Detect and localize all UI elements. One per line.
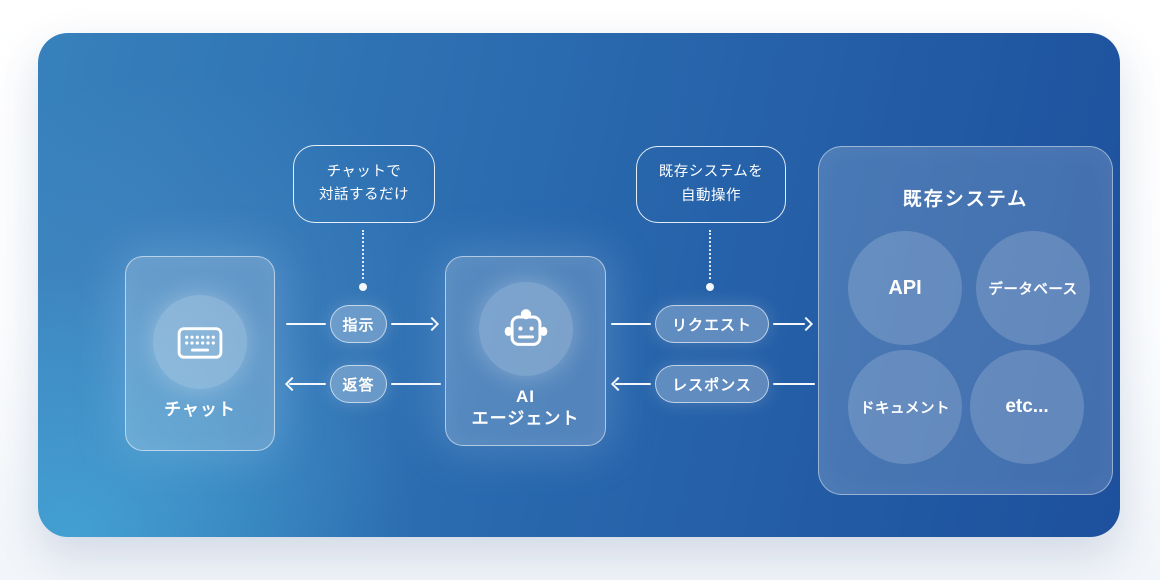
system-item-etc: etc... — [970, 350, 1084, 464]
chat-callout: チャットで 対話するだけ — [293, 145, 435, 223]
agent-icon-circle — [478, 282, 573, 376]
existing-system-panel: 既存システム API データベース ドキュメント etc... — [818, 146, 1113, 495]
response-pill: レスポンス — [655, 365, 769, 403]
system-item-api-label: API — [888, 276, 922, 299]
request-line-end — [773, 323, 805, 325]
system-callout-connector — [709, 230, 711, 279]
agent-label-line1: AI — [515, 387, 535, 406]
system-callout-connector-dot — [706, 283, 714, 291]
response-line-end — [773, 383, 815, 385]
arrow-right-icon — [798, 316, 814, 332]
chat-node-label: チャット — [164, 400, 236, 419]
system-item-etc-label: etc... — [1005, 396, 1049, 417]
system-item-document-label: ドキュメント — [860, 400, 950, 417]
chat-callout-connector — [362, 230, 364, 279]
chat-icon-circle — [153, 295, 247, 389]
arrow-right-icon — [424, 316, 440, 332]
instruction-pill: 指示 — [330, 305, 387, 343]
response-line-start — [615, 383, 651, 385]
agent-node-label: AI エージェント — [472, 386, 580, 430]
reply-line-start — [289, 383, 326, 385]
diagram-card: チャットで 対話するだけ 既存システムを 自動操作 — [38, 33, 1120, 537]
robot-icon — [504, 308, 547, 346]
system-callout-line2: 自動操作 — [681, 187, 741, 204]
reply-line-end — [391, 383, 441, 385]
reply-pill: 返答 — [330, 365, 387, 403]
system-item-database: データベース — [976, 231, 1090, 345]
instruction-line-start — [286, 323, 326, 325]
chat-node: チャット — [125, 256, 275, 451]
system-item-database-label: データベース — [988, 281, 1078, 298]
request-pill: リクエスト — [655, 305, 769, 343]
instruction-line-end — [391, 323, 433, 325]
chat-callout-connector-dot — [359, 283, 367, 291]
agent-label-line2: エージェント — [471, 409, 580, 428]
existing-system-title: 既存システム — [902, 189, 1029, 210]
system-callout: 既存システムを 自動操作 — [636, 146, 786, 223]
chat-callout-line1: チャットで — [326, 163, 402, 180]
system-item-document: ドキュメント — [848, 350, 962, 464]
system-callout-line1: 既存システムを — [658, 164, 764, 181]
chat-callout-line2: 対話するだけ — [319, 187, 409, 203]
system-item-api: API — [848, 231, 962, 345]
agent-node: AI エージェント — [445, 256, 606, 446]
keyboard-icon — [177, 327, 223, 359]
request-line-start — [611, 323, 651, 325]
